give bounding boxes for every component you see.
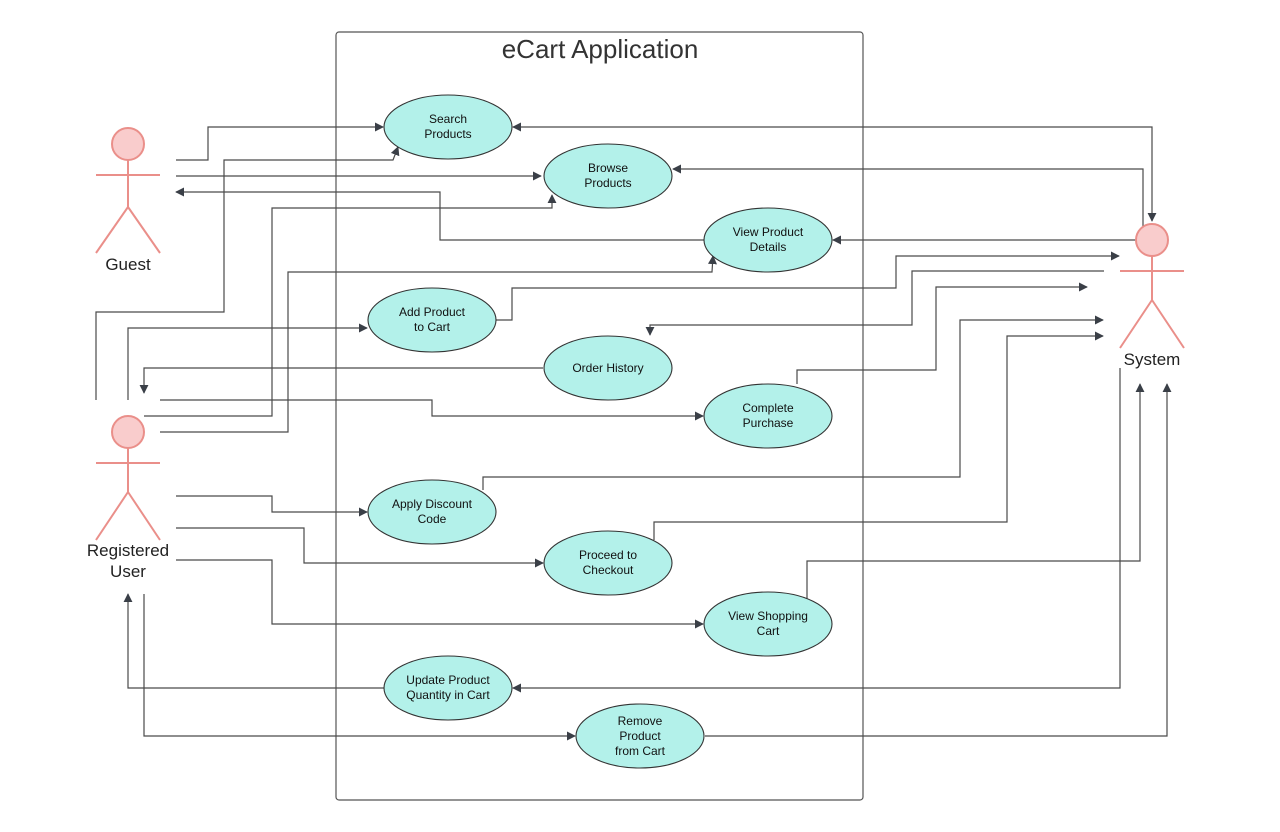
connector-details-guest — [175, 187, 704, 241]
actor-registered-user-figure — [95, 415, 161, 541]
connector-remove-system — [705, 383, 1172, 737]
connector-registered-search — [95, 146, 400, 400]
connector-registered-purchase — [160, 399, 704, 421]
connector-history-registered — [139, 367, 543, 394]
connector-registered-remove — [143, 594, 576, 741]
use-case-label-update-qty: Update Product Quantity in Cart — [406, 673, 490, 702]
connector-registered-checkout — [176, 527, 544, 568]
connector-purchase-system — [796, 282, 1088, 384]
connector-system-browse — [672, 164, 1144, 234]
use-case-remove-product — [575, 703, 705, 769]
connector-system-history — [645, 270, 1104, 336]
actor-system-figure — [1119, 223, 1185, 349]
use-case-label-view-details: View Product Details — [732, 225, 804, 254]
use-case-proceed-to-checkout — [543, 530, 673, 596]
connector-update-registered — [123, 593, 384, 689]
use-case-complete-purchase — [703, 383, 833, 449]
connector-system-update — [512, 368, 1121, 693]
use-case-label-complete-purchase: Complete Purchase — [742, 401, 794, 430]
use-case-update-product-quantity — [383, 655, 513, 721]
use-case-label-checkout: Proceed to Checkout — [578, 548, 638, 577]
connector-registered-viewcart — [176, 559, 704, 629]
use-case-label-add-cart: Add Product to Cart — [398, 305, 466, 334]
use-case-label-browse: Browse Products — [584, 161, 632, 190]
use-case-label-search: Search Products — [424, 112, 472, 141]
connector-registered-details — [160, 255, 717, 433]
connector-addcart-system — [496, 251, 1120, 321]
use-case-apply-discount-code — [367, 479, 497, 545]
use-case-search-products — [383, 94, 513, 160]
use-case-order-history — [543, 335, 673, 401]
connector-discount-system — [482, 315, 1104, 490]
connector-guest-search — [176, 122, 384, 161]
connector-viewcart-system — [806, 383, 1145, 600]
use-case-label-remove: Remove Product from Cart — [614, 713, 665, 758]
actor-guest-figure — [95, 127, 161, 254]
use-case-label-order-history: Order History — [572, 360, 644, 375]
use-case-label-apply-discount: Apply Discount Code — [391, 497, 473, 526]
system-boundary-title: eCart Application — [501, 34, 699, 64]
connector-registered-addcart — [127, 323, 368, 400]
connector-system-search — [512, 122, 1157, 222]
use-case-view-shopping-cart — [703, 591, 833, 657]
actor-label-registered-user: Registered User — [86, 541, 170, 581]
use-case-browse-products — [543, 143, 673, 209]
use-case-view-product-details — [703, 207, 833, 273]
system-boundary — [335, 31, 864, 801]
actor-label-guest: Guest — [105, 255, 151, 274]
actor-label-system: System — [1123, 350, 1181, 369]
connector-checkout-system — [653, 331, 1104, 540]
use-case-add-product-to-cart — [367, 287, 497, 353]
use-case-label-view-cart: View Shopping Cart — [728, 609, 808, 638]
connector-registered-discount — [176, 495, 368, 517]
